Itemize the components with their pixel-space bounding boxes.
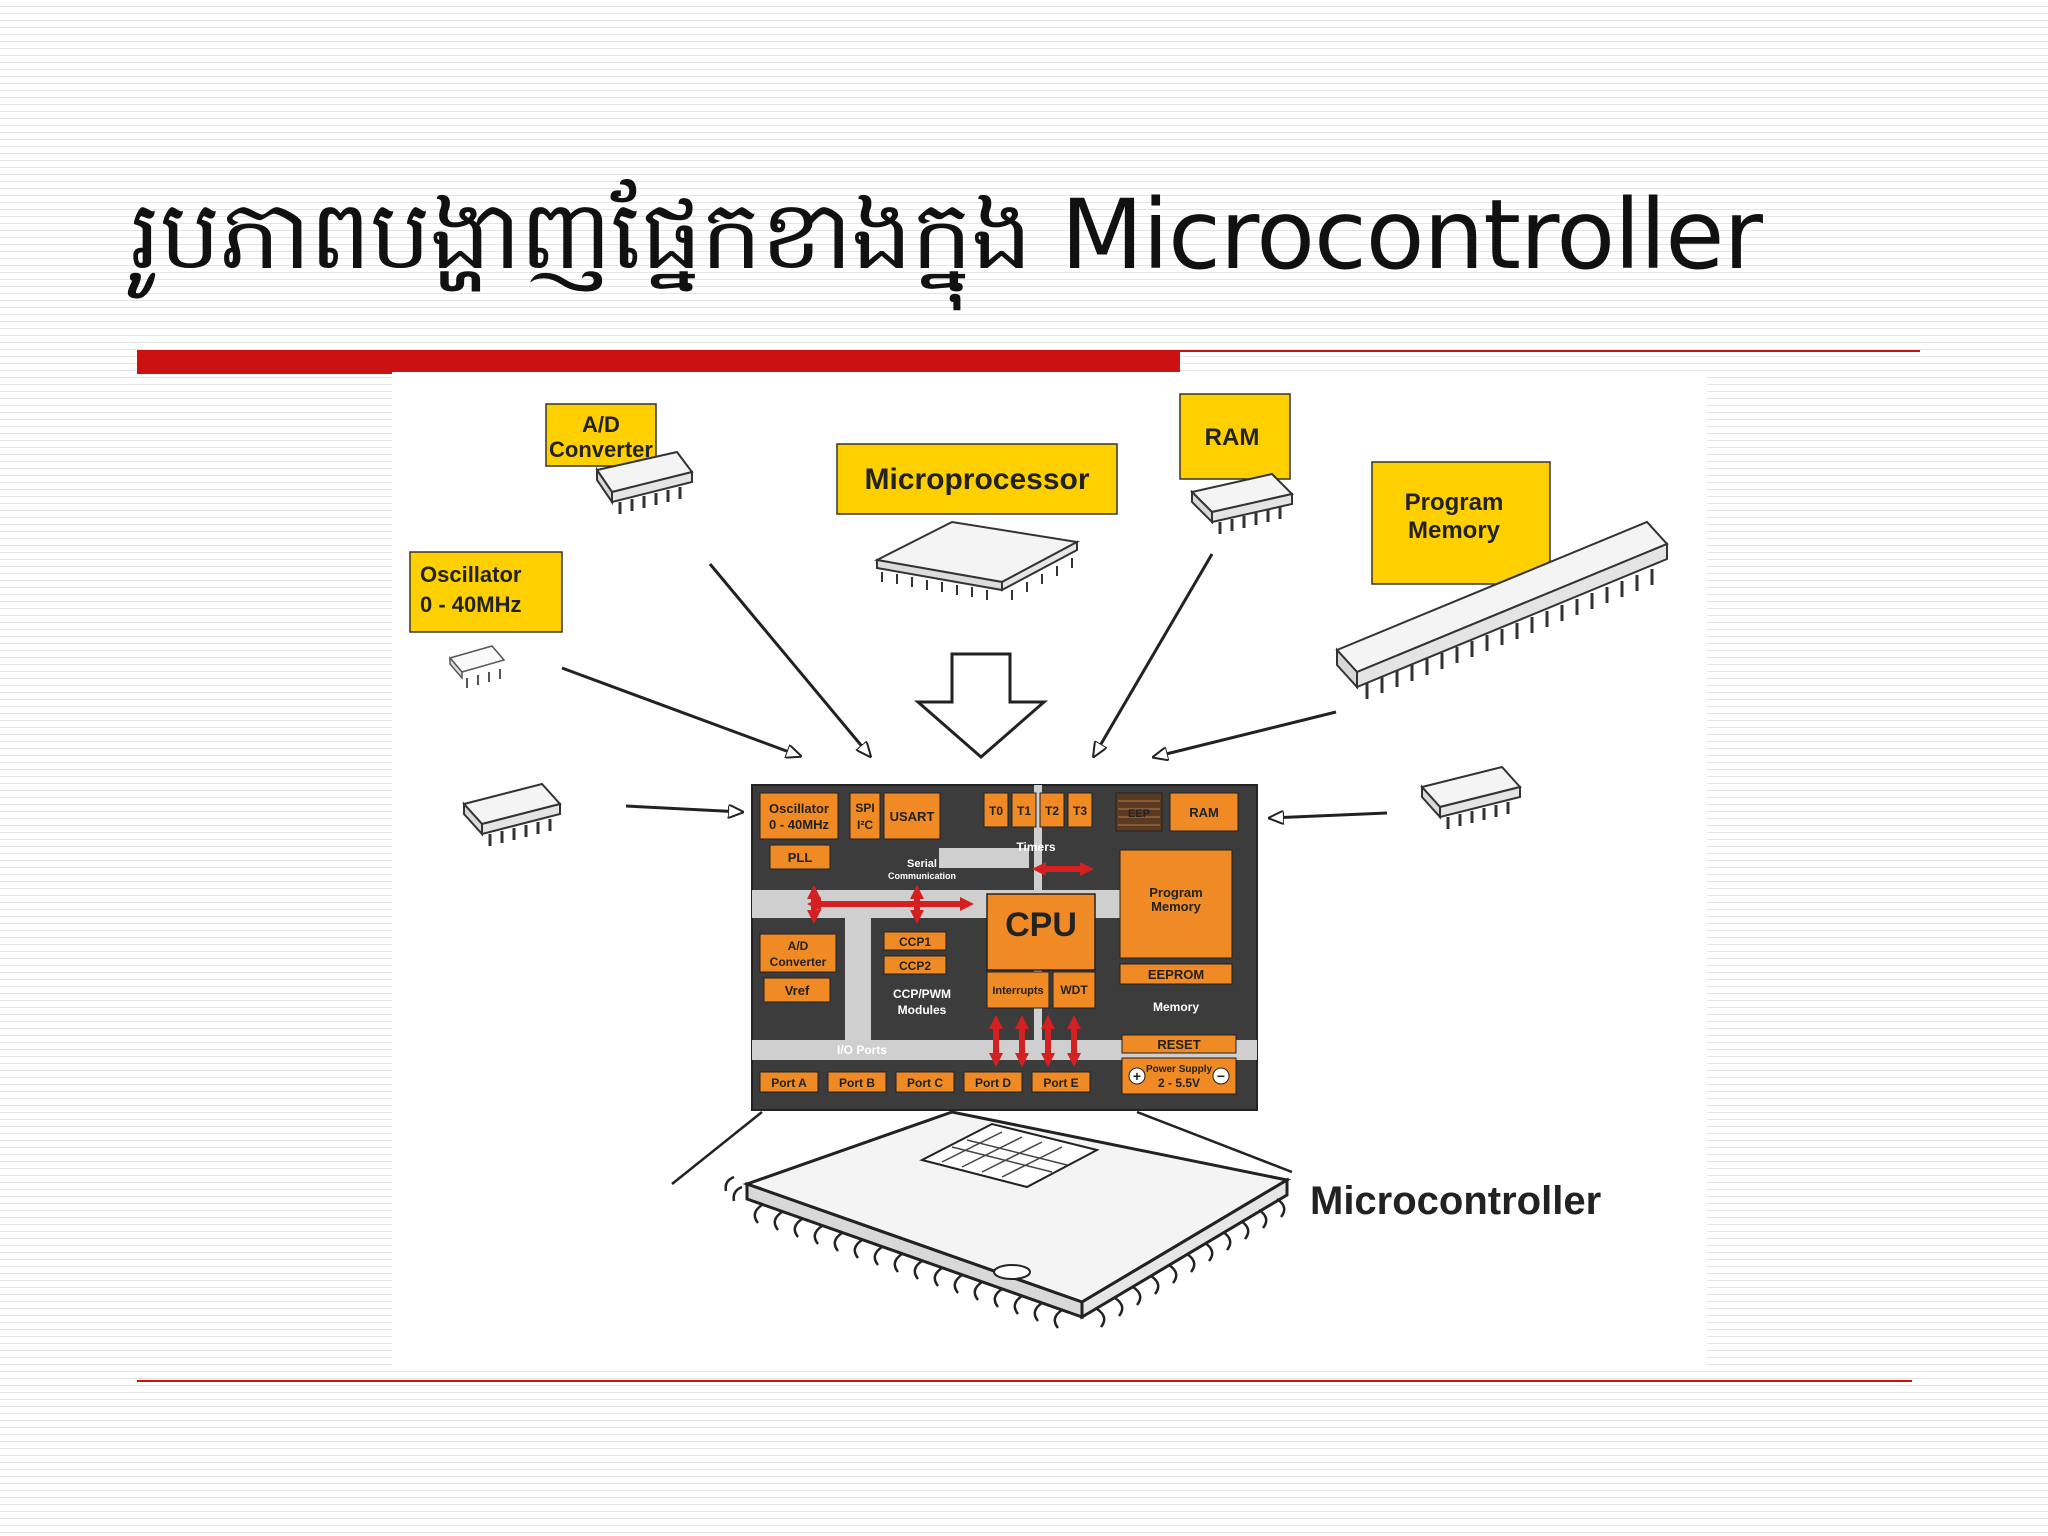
chip-timer-t0: T0: [989, 804, 1003, 818]
chip-eeprom-label: EEPROM: [1148, 967, 1204, 982]
chip-serial-label-2: Communication: [888, 871, 956, 881]
left-chip-icon: [462, 782, 562, 846]
chip-port-a: Port A: [771, 1076, 807, 1090]
chip-io-ports-label: I/O Ports: [837, 1043, 887, 1057]
chip-spi-label: SPI: [855, 801, 874, 815]
chip-cpu-label: CPU: [1005, 906, 1077, 944]
chip-timer-t2: T2: [1045, 804, 1059, 818]
ad-converter-label-2: Converter: [549, 437, 653, 462]
microprocessor-down-arrow: [914, 652, 1048, 759]
program-memory-component: Program Memory: [1335, 461, 1669, 699]
input-arrows: [561, 553, 1388, 818]
ad-converter-component: A/D Converter: [545, 403, 694, 514]
chip-oscillator-label-1: Oscillator: [769, 801, 829, 816]
ram-label: RAM: [1205, 424, 1260, 451]
oscillator-label-2: 0 - 40MHz: [420, 592, 521, 617]
chip-block-diagram: Oscillator 0 - 40MHz PLL SPI I²C USART S…: [751, 784, 1258, 1111]
chip-timers-label: Timers: [1016, 840, 1055, 854]
chip-memory-label: Memory: [1153, 1000, 1199, 1014]
chip-port-d: Port D: [975, 1076, 1011, 1090]
chip-ccp2-label: CCP2: [899, 959, 931, 973]
chip-i2c-label: I²C: [857, 818, 873, 832]
chip-oscillator-label-2: 0 - 40MHz: [769, 817, 829, 832]
chip-ports: Port A Port B Port C Port D Port E: [759, 1071, 1091, 1093]
arrow-oscillator: [561, 666, 800, 756]
title-underline-thick: [137, 350, 1180, 374]
program-memory-chip-icon: [1335, 520, 1669, 699]
microprocessor-component: Microprocessor: [836, 443, 1118, 600]
chip-usart-label: USART: [890, 809, 935, 824]
microprocessor-label: Microprocessor: [864, 463, 1089, 496]
chip-eep-label: EEP: [1128, 808, 1150, 820]
title-underline-thin: [1180, 350, 1920, 352]
chip-serial-label-1: Serial: [907, 858, 937, 870]
chip-reset-label: RESET: [1157, 1037, 1200, 1052]
chip-timer-t3: T3: [1073, 804, 1087, 818]
chip-interrupts-label: Interrupts: [992, 985, 1043, 997]
chip-ad-label-2: Converter: [770, 955, 827, 969]
chip-ad-label-1: A/D: [788, 939, 809, 953]
footer-rule: [137, 1380, 1912, 1382]
program-memory-label-1: Program: [1405, 489, 1504, 516]
chip-pll-label: PLL: [788, 850, 813, 865]
ad-converter-label-1: A/D: [582, 412, 620, 437]
chip-power-label-1: Power Supply: [1146, 1064, 1213, 1075]
right-chip-icon: [1420, 765, 1522, 829]
program-memory-label-2: Memory: [1408, 517, 1501, 544]
chip-program-memory-label-1: Program: [1149, 885, 1202, 900]
chip-port-c: Port C: [907, 1076, 943, 1090]
chip-timer-t1: T1: [1017, 804, 1031, 818]
microcontroller-diagram: A/D Converter Microprocessor RAM: [392, 372, 1707, 1368]
chip-power-label-2: 2 - 5.5V: [1158, 1076, 1200, 1090]
chip-minus-icon: −: [1217, 1068, 1225, 1084]
oscillator-component: Oscillator 0 - 40MHz: [409, 551, 563, 688]
arrow-right-chip: [1270, 813, 1388, 818]
microprocessor-chip-icon: [873, 520, 1081, 600]
oscillator-label-1: Oscillator: [420, 562, 522, 587]
chip-ccp-pwm-label-1: CCP/PWM: [893, 987, 951, 1001]
chip-wdt-label: WDT: [1060, 983, 1088, 997]
slide-title: រូបភាពបង្ហាញផ្នែកខាងក្នុង Microcontrolle…: [130, 179, 1763, 291]
microcontroller-package-icon: [671, 1110, 1293, 1329]
microcontroller-label: Microcontroller: [1310, 1179, 1601, 1223]
chip-port-e: Port E: [1043, 1076, 1078, 1090]
ad-converter-chip-icon: [595, 450, 694, 514]
chip-plus-icon: +: [1133, 1068, 1141, 1084]
chip-port-b: Port B: [839, 1076, 875, 1090]
chip-vref-label: Vref: [785, 983, 810, 998]
chip-ccp-pwm-label-2: Modules: [898, 1003, 947, 1017]
ram-chip-icon: [1190, 472, 1294, 534]
chip-ccp1-label: CCP1: [899, 935, 931, 949]
arrow-program-memory: [1154, 710, 1337, 757]
chip-program-memory-label-2: Memory: [1151, 899, 1202, 914]
arrow-ram: [1094, 553, 1214, 756]
arrow-ad-converter: [708, 563, 870, 756]
io-bus-arrows: [989, 1015, 1081, 1067]
arrow-left-chip: [625, 806, 742, 812]
ram-component: RAM: [1179, 393, 1294, 534]
chip-timers: T0 T1 T2 T3 Timers: [983, 792, 1093, 854]
oscillator-chip-icon: [448, 645, 506, 688]
chip-ram-label: RAM: [1189, 805, 1219, 820]
